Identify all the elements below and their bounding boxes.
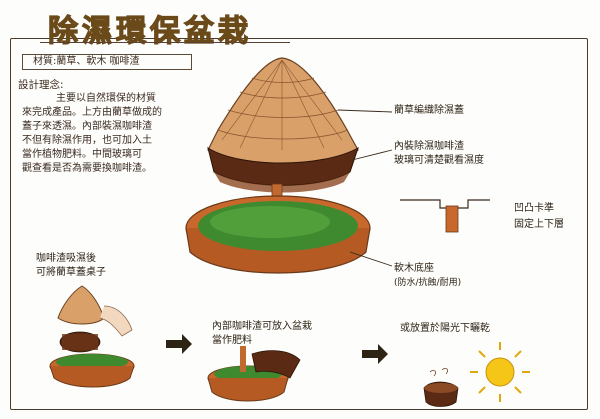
cork-base-drawing — [186, 196, 370, 273]
callout-base: 軟木底座 — [394, 262, 434, 276]
step3-drawing — [424, 368, 458, 406]
step3-caption: 或放置於陽光下曬乾 — [400, 322, 490, 336]
callout-lid: 藺草編織除濕蓋 — [394, 104, 464, 118]
reed-lid-drawing — [208, 58, 358, 164]
callout-clip: 凹凸卡準 — [514, 202, 554, 216]
arrow-icon — [362, 344, 388, 364]
step1-caption: 咖啡渣吸濕後 — [36, 252, 96, 266]
clip-detail-drawing — [400, 200, 490, 232]
callout-inner-detail: 玻璃可清楚觀看濕度 — [394, 154, 484, 168]
step1-drawing — [50, 286, 134, 387]
callout-clip-detail: 固定上下層 — [514, 218, 564, 232]
step2-caption: 內部咖啡渣可放入盆栽 — [212, 320, 312, 334]
callout-inner: 內裝除濕咖啡渣 — [394, 140, 464, 154]
sun-icon — [470, 342, 530, 402]
step2-caption-detail: 當作肥料 — [212, 334, 252, 348]
step1-caption-detail: 可將藺草蓋桌子 — [36, 266, 106, 280]
callout-base-detail: (防水/抗蝕/耐用) — [394, 276, 461, 290]
step2-drawing — [208, 346, 300, 401]
arrow-icon — [166, 334, 192, 354]
